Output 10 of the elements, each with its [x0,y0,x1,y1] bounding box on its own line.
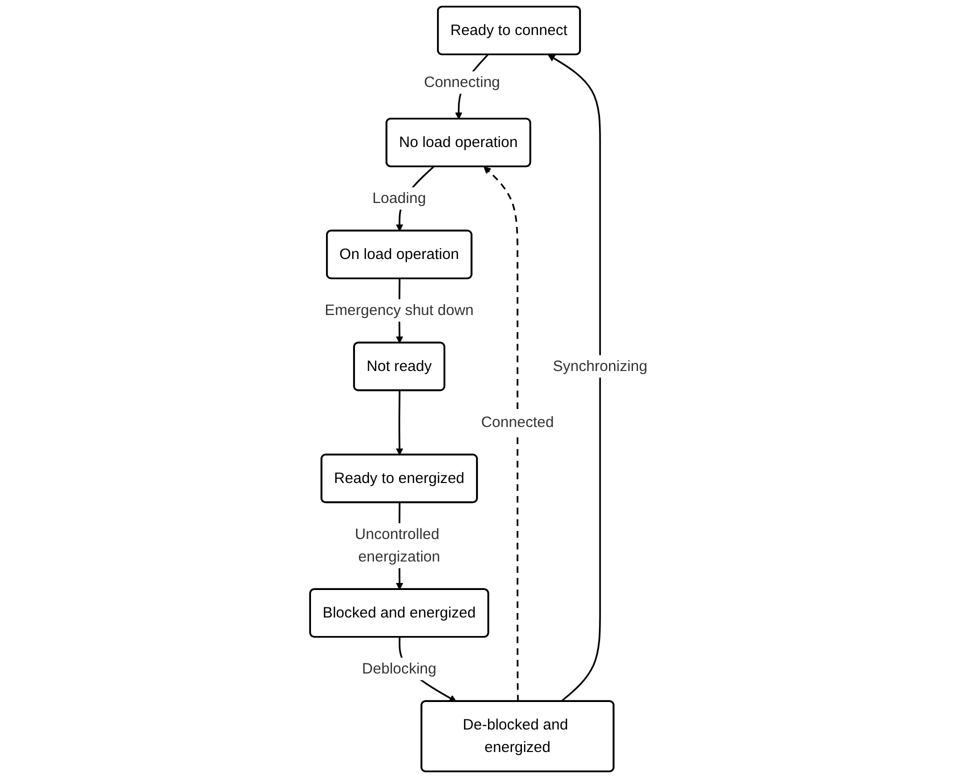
edge-label: Loading [372,190,426,206]
arrow [484,166,520,702]
arrow [548,54,602,702]
edge-label: Connecting [424,74,500,90]
edge-label: Synchronizing [553,358,648,374]
edge-label: Connected [481,414,554,430]
edge-label: Deblocking [362,660,437,677]
edge-label: Uncontrolled energization [355,526,440,565]
arrow [396,390,404,456]
edge-label: Emergency shut down [325,302,474,318]
